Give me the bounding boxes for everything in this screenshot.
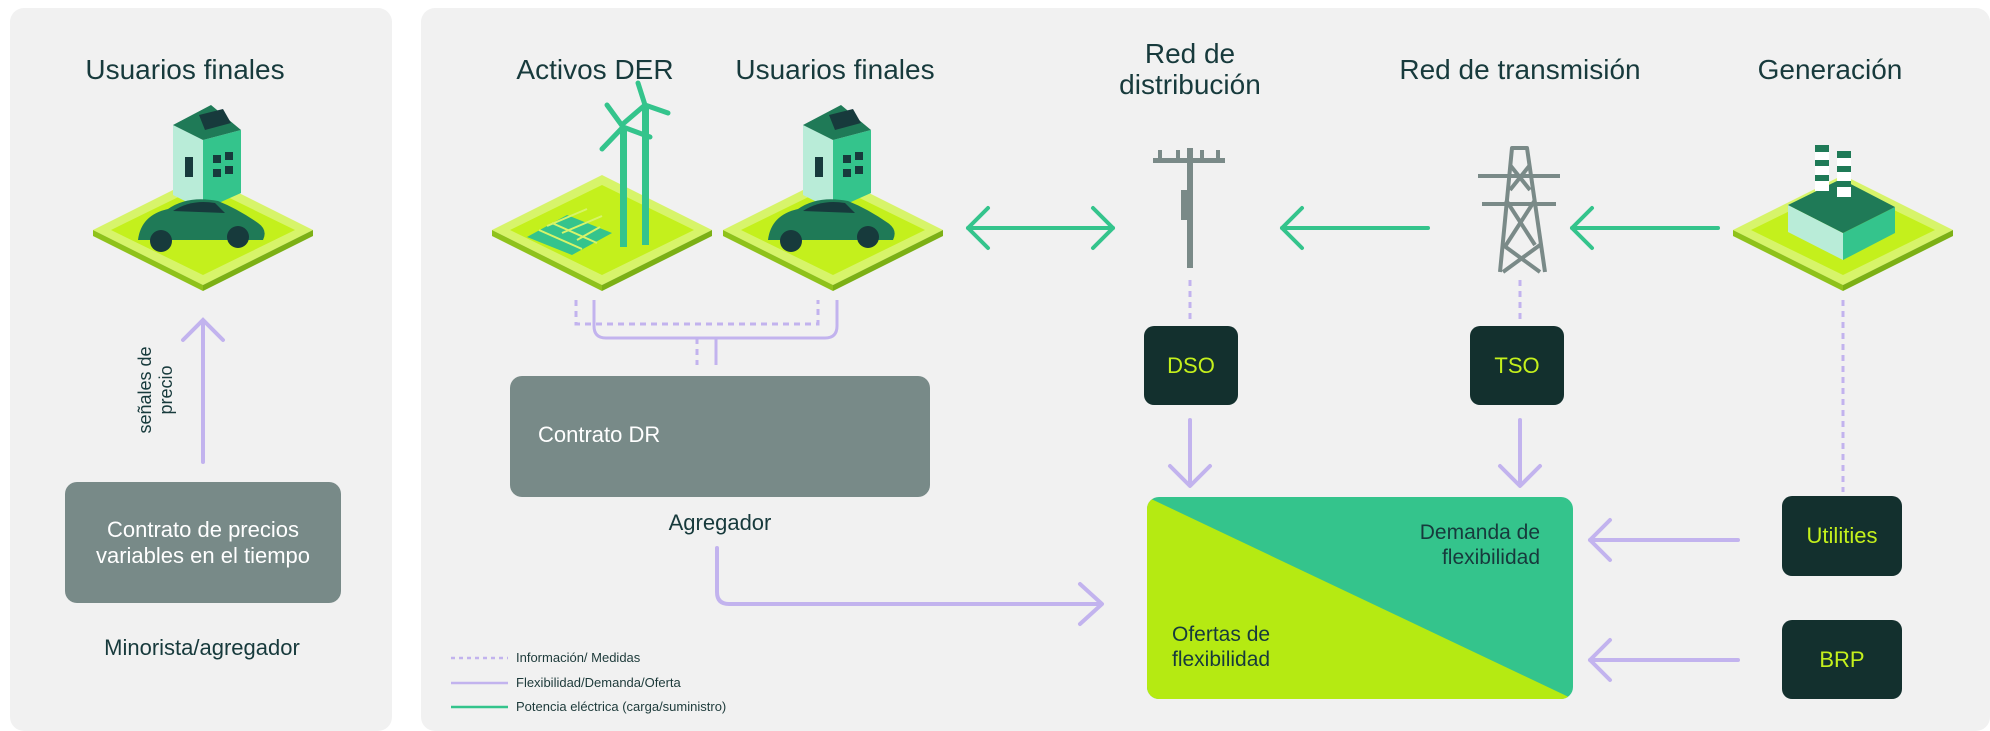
left-title: Usuarios finales xyxy=(85,54,285,85)
dso-box: DSO xyxy=(1144,326,1238,405)
tso-box: TSO xyxy=(1470,326,1564,405)
flex-offers-line1: Ofertas de xyxy=(1172,623,1271,646)
brp-box: BRP xyxy=(1782,620,1902,699)
flex-demand-label: Demanda de flexibilidad xyxy=(1350,520,1540,570)
legend-flexibility: Flexibilidad/Demanda/Oferta xyxy=(516,675,681,690)
flex-demand-line1: Demanda de xyxy=(1419,521,1540,544)
distribution-title: Red de distribución xyxy=(1080,38,1300,100)
power-arrow-transmission xyxy=(1280,206,1430,250)
dr-contract-box: Contrato DR xyxy=(510,376,930,497)
flex-demand-line2: flexibilidad xyxy=(1441,546,1540,569)
distribution-title-line2: distribución xyxy=(1119,69,1261,100)
house-car-icon xyxy=(93,105,313,291)
aggregator-flex-arrow xyxy=(715,546,1104,626)
house-car-icon xyxy=(723,105,943,291)
price-signal-label: señales de precio xyxy=(135,320,185,460)
flex-offers-line2: flexibilidad xyxy=(1172,648,1271,671)
flexibility-market-box xyxy=(1147,497,1573,699)
end-users-title: Usuarios finales xyxy=(735,54,935,85)
utility-pole-icon xyxy=(1153,148,1225,268)
transmission-title: Red de transmisión xyxy=(1399,54,1641,85)
info-lines-der xyxy=(574,300,820,365)
legend-samples xyxy=(451,656,508,709)
aggregator-label: Agregador xyxy=(668,510,772,535)
transmission-tower-icon xyxy=(1478,146,1560,274)
variable-price-contract-line1: Contrato de precios xyxy=(107,516,299,542)
factory-icon xyxy=(1733,145,1953,291)
distribution-title-line1: Red de xyxy=(1144,38,1236,69)
info-lines-grid xyxy=(1188,280,1845,492)
price-signal-line2: precio xyxy=(156,365,176,415)
legend-info: Información/ Medidas xyxy=(516,650,641,665)
flex-offers-label: Ofertas de flexibilidad xyxy=(1172,622,1372,672)
retailer-aggregator-label: Minorista/agregador xyxy=(104,635,300,660)
generation-title: Generación xyxy=(1757,54,1903,85)
utilities-brp-arrows xyxy=(1588,518,1740,682)
dr-contract-label: Contrato DR xyxy=(538,422,661,447)
legend-power: Potencia eléctrica (carga/suministro) xyxy=(516,699,727,714)
utilities-box: Utilities xyxy=(1782,496,1902,576)
der-title: Activos DER xyxy=(516,54,674,85)
price-signal-arrow xyxy=(181,317,225,464)
flex-down-arrows xyxy=(1168,418,1542,488)
solar-wind-icon xyxy=(492,80,712,291)
variable-price-contract-line2: variables en el tiempo xyxy=(95,542,310,568)
power-double-arrow xyxy=(966,206,1115,250)
flex-lines-der xyxy=(592,300,839,365)
power-arrow-generation xyxy=(1570,206,1720,250)
variable-price-contract: Contrato de precios variables en el tiem… xyxy=(65,482,341,603)
price-signal-line1: señales de xyxy=(135,346,155,434)
